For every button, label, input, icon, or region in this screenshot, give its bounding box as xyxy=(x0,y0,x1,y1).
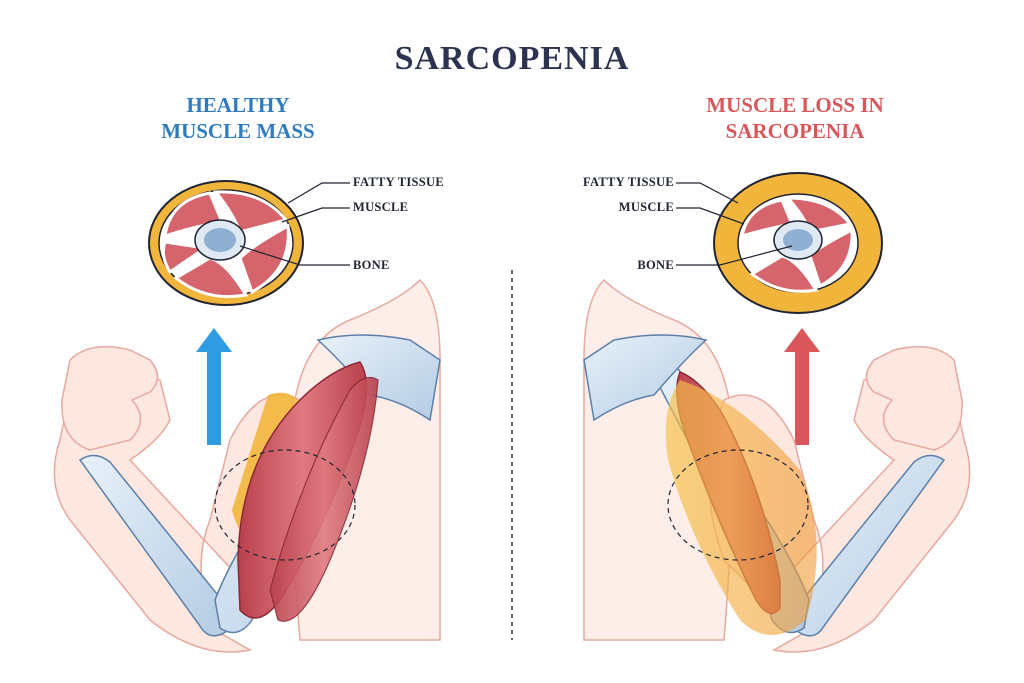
healthy-cross-section xyxy=(148,180,304,306)
sarcopenia-label-muscle: MUSCLE xyxy=(618,200,674,214)
healthy-side xyxy=(53,180,441,653)
up-arrow-icon xyxy=(784,328,820,445)
sarcopenia-label-fatty-tissue: FATTY TISSUE xyxy=(582,175,674,189)
healthy-fist xyxy=(61,345,159,451)
up-arrow-icon xyxy=(196,328,232,445)
main-title: SARCOPENIA xyxy=(394,40,630,77)
sarcopenia-side xyxy=(583,172,971,653)
healthy-title: HEALTHY MUSCLE MASS xyxy=(108,92,368,144)
healthy-title-line-2: MUSCLE MASS xyxy=(161,119,315,143)
sarcopenia-title: MUSCLE LOSS IN SARCOPENIA xyxy=(660,92,930,144)
healthy-label-bone: BONE xyxy=(353,258,390,272)
sarcopenia-label-bone: BONE xyxy=(637,258,674,272)
healthy-label-fatty-tissue: FATTY TISSUE xyxy=(353,175,445,189)
healthy-dashed-outline xyxy=(214,449,356,561)
healthy-leaders xyxy=(239,182,350,266)
sarcopenia-title-line-2: SARCOPENIA xyxy=(725,119,865,143)
healthy-label-muscle: MUSCLE xyxy=(353,200,409,214)
healthy-biceps-head xyxy=(269,377,379,622)
sarcopenia-title-line-1: MUSCLE LOSS IN xyxy=(706,93,884,117)
sarcopenia-dashed-outline xyxy=(667,449,809,561)
sarcopenia-leaders xyxy=(676,182,793,266)
sarcopenia-fat xyxy=(665,380,817,635)
healthy-title-line-1: HEALTHY xyxy=(186,93,290,117)
sarcopenia-scapula xyxy=(583,334,708,422)
sarcopenia-fist xyxy=(865,345,963,451)
sarcopenia-cross-section xyxy=(713,172,883,314)
